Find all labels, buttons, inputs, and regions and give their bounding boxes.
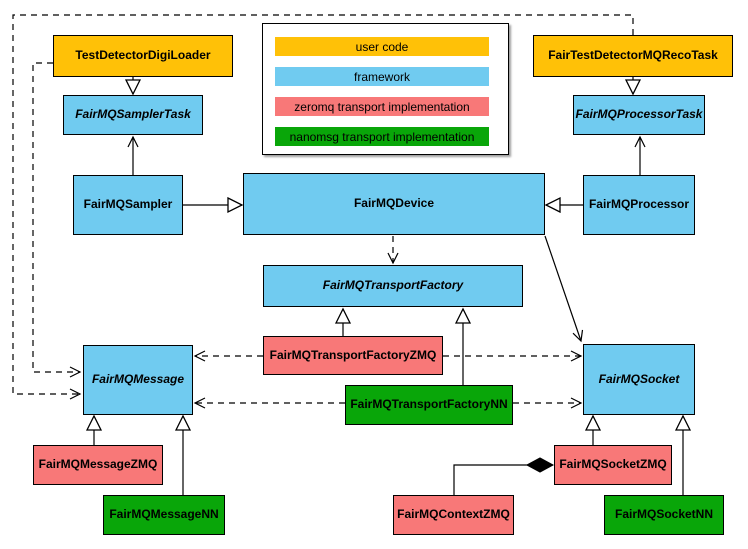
- legend-item-user-code: user code: [275, 37, 489, 56]
- node-fairmqsamplertask: FairMQSamplerTask: [63, 95, 203, 135]
- node-label: FairMQSamplerTask: [75, 107, 191, 122]
- node-fairmqmessagenn: FairMQMessageNN: [103, 495, 225, 535]
- legend-label: user code: [355, 39, 409, 54]
- node-fairmqtransportfactorynn: FairMQTransportFactoryNN: [345, 385, 513, 425]
- edge-device-socket: [544, 235, 584, 343]
- node-label: FairMQTransportFactory: [322, 278, 464, 293]
- legend-label: framework: [353, 69, 410, 84]
- node-label: FairMQSocketZMQ: [559, 457, 667, 472]
- node-fairmqdevice: FairMQDevice: [243, 173, 545, 235]
- node-label: FairMQDevice: [353, 196, 435, 211]
- node-fairmqtransportfactory: FairMQTransportFactory: [263, 265, 523, 307]
- legend-item-nanomsg: nanomsg transport implementation: [275, 127, 489, 146]
- node-fairmqcontextzmq: FairMQContextZMQ: [393, 495, 514, 535]
- node-fairmqmessage: FairMQMessage: [83, 345, 193, 415]
- node-fairmqsocket: FairMQSocket: [583, 344, 695, 415]
- node-label: FairMQSocket: [598, 371, 680, 386]
- node-label: FairMQProcessorTask: [575, 107, 703, 122]
- node-fairtestdetectormqrecotask: FairTestDetectorMQRecoTask: [533, 35, 733, 77]
- node-label: FairMQSocketNN: [614, 507, 714, 522]
- legend-item-zeromq: zeromq transport implementation: [275, 97, 489, 116]
- legend-label: zeromq transport implementation: [294, 99, 470, 114]
- node-label: FairMQMessageNN: [109, 507, 219, 522]
- node-label: FairMQSampler: [83, 197, 173, 212]
- node-testdetectordigiloader: TestDetectorDigiLoader: [53, 35, 233, 77]
- node-label: FairMQMessageZMQ: [38, 457, 158, 472]
- node-label: FairMQTransportFactoryNN: [350, 397, 508, 412]
- node-label: FairMQMessage: [91, 372, 185, 387]
- legend-label: nanomsg transport implementation: [289, 129, 475, 144]
- node-fairmqsocketzmq: FairMQSocketZMQ: [554, 445, 672, 485]
- node-fairmqsampler: FairMQSampler: [73, 175, 183, 235]
- node-label: FairMQTransportFactoryZMQ: [269, 347, 437, 362]
- node-label: FairMQProcessor: [588, 197, 690, 212]
- node-fairmqprocessortask: FairMQProcessorTask: [573, 95, 705, 135]
- node-fairmqtransportfactoryzmq: FairMQTransportFactoryZMQ: [263, 336, 443, 375]
- node-fairmqsocketnn: FairMQSocketNN: [604, 495, 724, 535]
- node-label: FairTestDetectorMQRecoTask: [548, 48, 718, 63]
- edge-contextzmq-socketzmq: [453, 465, 553, 495]
- node-label: TestDetectorDigiLoader: [75, 48, 211, 63]
- legend-box: user code framework zeromq transport imp…: [262, 23, 509, 155]
- node-fairmqmessagezmq: FairMQMessageZMQ: [33, 445, 163, 485]
- node-label: FairMQContextZMQ: [397, 507, 510, 522]
- legend-item-framework: framework: [275, 67, 489, 86]
- node-fairmqprocessor: FairMQProcessor: [583, 175, 695, 235]
